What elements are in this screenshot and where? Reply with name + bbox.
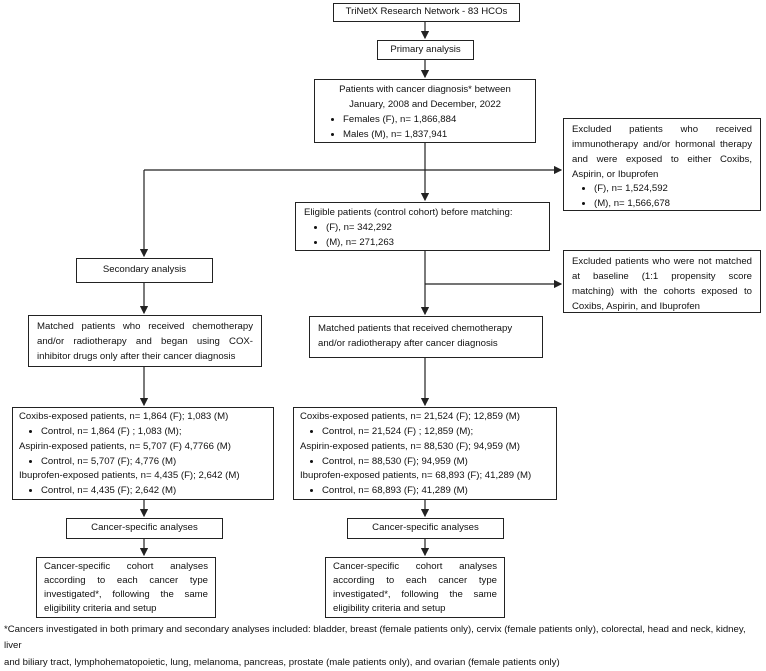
cohort-analyses-text-left: Cancer-specific cohort analyses accordin… xyxy=(44,561,208,614)
right-aspirin-control: Control, n= 88,530 (F); 94,959 (M) xyxy=(322,455,550,470)
network-label: TriNetX Research Network - 83 HCOs xyxy=(345,6,508,18)
right-ibuprofen-exposed: Ibuprofen-exposed patients, n= 68,893 (F… xyxy=(300,470,532,482)
excluded-2-text: Excluded patients who were not matched a… xyxy=(572,256,752,312)
footnote-line1: *Cancers investigated in both primary an… xyxy=(4,624,746,652)
cancer-specific-box-left: Cancer-specific analyses xyxy=(66,518,223,539)
eligible-females: (F), n= 342,292 xyxy=(326,221,541,236)
cancer-specific-label-left: Cancer-specific analyses xyxy=(91,522,198,534)
left-coxibs-control: Control, n= 1,864 (F) ; 1,083 (M); xyxy=(41,425,267,440)
matched-secondary-text: Matched patients who received chemothera… xyxy=(37,321,253,362)
left-aspirin-exposed: Aspirin-exposed patients, n= 5,707 (F) 4… xyxy=(19,440,231,452)
footnote-line2: and biliary tract, lymphohematopoietic, … xyxy=(4,656,560,668)
cancer-specific-label-right: Cancer-specific analyses xyxy=(372,522,479,534)
patients-line1: Patients with cancer diagnosis* between xyxy=(339,84,511,95)
cancer-specific-box-right: Cancer-specific analyses xyxy=(347,518,504,539)
eligible-males: (M), n= 271,263 xyxy=(326,236,541,251)
right-aspirin-exposed: Aspirin-exposed patients, n= 88,530 (F);… xyxy=(300,440,520,452)
right-cohorts-box: Coxibs-exposed patients, n= 21,524 (F); … xyxy=(293,407,557,500)
patients-line2: January, 2008 and December, 2022 xyxy=(349,98,501,110)
right-coxibs-exposed: Coxibs-exposed patients, n= 21,524 (F); … xyxy=(300,411,520,422)
excluded-1-males: (M), n= 1,566,678 xyxy=(594,197,752,212)
matched-primary-text: Matched patients that received chemother… xyxy=(318,323,513,349)
patients-box: Patients with cancer diagnosis* between … xyxy=(314,79,536,143)
cohort-analyses-text-right: Cancer-specific cohort analyses accordin… xyxy=(333,561,497,614)
left-cohorts-box: Coxibs-exposed patients, n= 1,864 (F); 1… xyxy=(12,407,274,500)
right-coxibs-control: Control, n= 21,524 (F) ; 12,859 (M); xyxy=(322,425,550,440)
excluded-1-text: Excluded patients who received immunothe… xyxy=(572,124,752,180)
primary-analysis-box: Primary analysis xyxy=(377,40,474,60)
left-coxibs-exposed: Coxibs-exposed patients, n= 1,864 (F); 1… xyxy=(19,411,229,422)
footnote: *Cancers investigated in both primary an… xyxy=(4,622,764,671)
excluded-box-2: Excluded patients who were not matched a… xyxy=(563,250,761,313)
matched-primary-box: Matched patients that received chemother… xyxy=(309,316,543,358)
left-ibuprofen-exposed: Ibuprofen-exposed patients, n= 4,435 (F)… xyxy=(19,470,240,482)
right-ibuprofen-control: Control, n= 68,893 (F); 41,289 (M) xyxy=(322,484,550,499)
patients-females: Females (F), n= 1,866,884 xyxy=(343,113,529,128)
left-aspirin-control: Control, n= 5,707 (F); 4,776 (M) xyxy=(41,455,267,470)
excluded-1-females: (F), n= 1,524,592 xyxy=(594,182,752,197)
excluded-box-1: Excluded patients who received immunothe… xyxy=(563,118,761,211)
secondary-analysis-label: Secondary analysis xyxy=(102,264,187,276)
left-ibuprofen-control: Control, n= 4,435 (F); 2,642 (M) xyxy=(41,484,267,499)
matched-secondary-box: Matched patients who received chemothera… xyxy=(28,315,262,367)
secondary-analysis-box: Secondary analysis xyxy=(76,258,213,283)
eligible-box: Eligible patients (control cohort) befor… xyxy=(295,202,550,251)
patients-males: Males (M), n= 1,837,941 xyxy=(343,128,529,143)
cohort-analyses-box-right: Cancer-specific cohort analyses accordin… xyxy=(325,557,505,618)
network-box: TriNetX Research Network - 83 HCOs xyxy=(333,3,520,22)
eligible-title: Eligible patients (control cohort) befor… xyxy=(304,207,513,218)
cohort-analyses-box-left: Cancer-specific cohort analyses accordin… xyxy=(36,557,216,618)
primary-analysis-label: Primary analysis xyxy=(390,43,461,55)
